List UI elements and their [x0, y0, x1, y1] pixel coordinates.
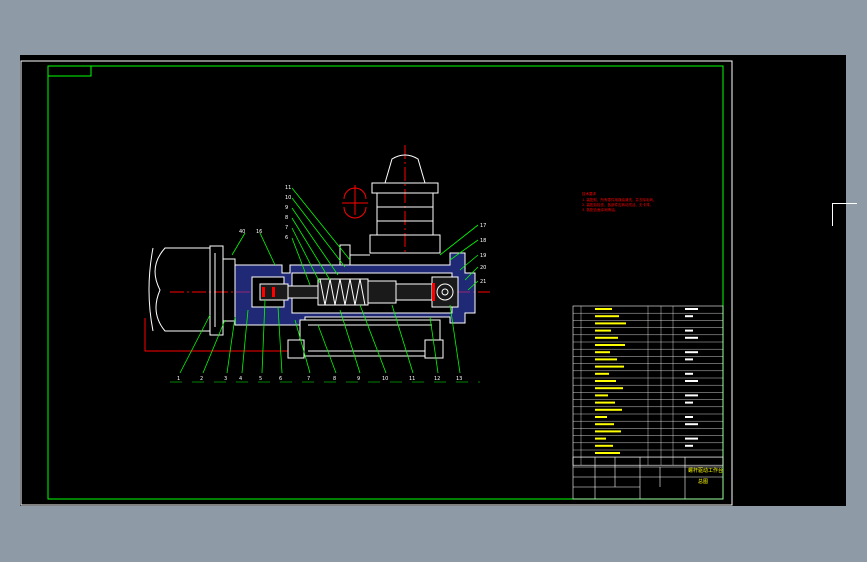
balloon-bottom-9: 10 — [382, 376, 388, 382]
bom-row-text — [595, 380, 616, 382]
balloon-bottom-1: 2 — [200, 376, 203, 382]
balloon-bottom-0: 1 — [177, 376, 180, 382]
drawing-code: 总图 — [698, 478, 708, 485]
code-box — [47, 65, 92, 77]
bom-row-text — [595, 423, 614, 426]
bom-row-text — [595, 452, 620, 454]
balloon-right-2: 19 — [480, 253, 486, 259]
bom-row-note — [685, 372, 693, 375]
bom-row-note — [685, 416, 693, 418]
balloon-bottom-12: 13 — [456, 376, 462, 382]
balloon-bottom-8: 9 — [357, 376, 360, 382]
balloon-upper-5: 6 — [285, 235, 288, 241]
bom-row-note — [685, 444, 693, 447]
motor — [148, 245, 236, 336]
balloon-bottom-7: 8 — [333, 376, 336, 382]
corner-marker — [832, 203, 857, 226]
balloon-left-top-0: 40 — [239, 229, 245, 235]
balloon-upper-1: 10 — [285, 195, 291, 201]
bom-row-text — [595, 351, 610, 354]
bom-row-note — [685, 394, 698, 397]
title-block-text: 螺杆驱动工作台 总图 — [688, 467, 723, 485]
outer-border — [20, 60, 733, 506]
parts-list-table — [572, 305, 724, 466]
bom-row-text — [595, 408, 622, 411]
balloon-bottom-5: 6 — [279, 376, 282, 382]
bom-row-note — [685, 423, 698, 426]
balloon-upper-2: 9 — [285, 205, 288, 211]
bom-row-note — [685, 358, 693, 361]
notes-line-3: 3. 各配合面涂润滑油。 — [582, 207, 618, 212]
balloon-bottom-10: 11 — [409, 376, 415, 382]
balloon-right-4: 21 — [480, 279, 486, 285]
bom-row-text — [595, 444, 613, 447]
assembly-drawing: 40 16 11 10 9 8 7 6 17 18 19 20 21 1 2 3… — [20, 60, 733, 506]
drawing-sheet: 40 16 11 10 9 8 7 6 17 18 19 20 21 1 2 3… — [20, 55, 857, 506]
bom-row-text — [595, 437, 606, 440]
balloon-bottom-11: 12 — [434, 376, 440, 382]
bom-row-text — [595, 315, 619, 318]
balloon-bottom-2: 3 — [224, 376, 227, 382]
bom-row-note — [685, 336, 698, 339]
notes-title: 技术要求 — [582, 191, 596, 196]
section-highlights — [262, 283, 435, 301]
bom-row-text — [595, 394, 608, 397]
bom-row-text — [595, 401, 615, 404]
bom-row-note — [685, 315, 693, 318]
bom-row-note — [685, 380, 698, 382]
notes-line-1: 1. 装配前，所有零件用煤油清洗，并去除毛刺。 — [582, 197, 656, 202]
bom-row-note — [685, 401, 693, 404]
bom-row-text — [595, 372, 609, 375]
balloon-right-3: 20 — [480, 265, 486, 271]
bom-row-text — [595, 416, 607, 418]
bom-row-text — [595, 336, 618, 339]
balloon-bottom-3: 4 — [239, 376, 242, 382]
bom-row-text — [595, 308, 612, 310]
bom-row-text — [595, 365, 624, 368]
balloon-upper-4: 7 — [285, 225, 288, 231]
balloon-left-top-1: 16 — [256, 229, 262, 235]
bom-row-text — [595, 387, 623, 390]
bom-row-note — [685, 351, 698, 354]
balloon-right-0: 17 — [480, 223, 486, 229]
bom-row-note — [685, 329, 693, 332]
balloon-upper-0: 11 — [285, 185, 291, 191]
bom-row-text — [595, 344, 625, 346]
technical-notes: 技术要求 1. 装配前，所有零件用煤油清洗，并去除毛刺。 2. 装配后检查，各部… — [582, 191, 656, 212]
balloon-right-1: 18 — [480, 238, 486, 244]
inner-frame — [47, 65, 724, 500]
title-block — [572, 456, 724, 500]
bom-row-text — [595, 358, 617, 361]
balloon-labels: 40 16 11 10 9 8 7 6 17 18 19 20 21 1 2 3… — [177, 185, 486, 382]
spindle-unit — [339, 154, 441, 266]
bom-row-text — [595, 430, 621, 433]
leader-lines — [179, 187, 479, 374]
bom-row-text — [595, 329, 611, 332]
lead-screw — [259, 276, 459, 308]
bom-row-note — [685, 308, 698, 310]
balloon-upper-3: 8 — [285, 215, 288, 221]
balloon-bottom-6: 7 — [307, 376, 310, 382]
notes-line-2: 2. 装配后检查，各部件应转动灵活、无卡滞。 — [582, 202, 653, 207]
drawing-title: 螺杆驱动工作台 — [688, 467, 723, 474]
balloon-bottom-4: 5 — [259, 376, 262, 382]
bom-row-note — [685, 437, 698, 440]
bom-row-text — [595, 322, 626, 325]
